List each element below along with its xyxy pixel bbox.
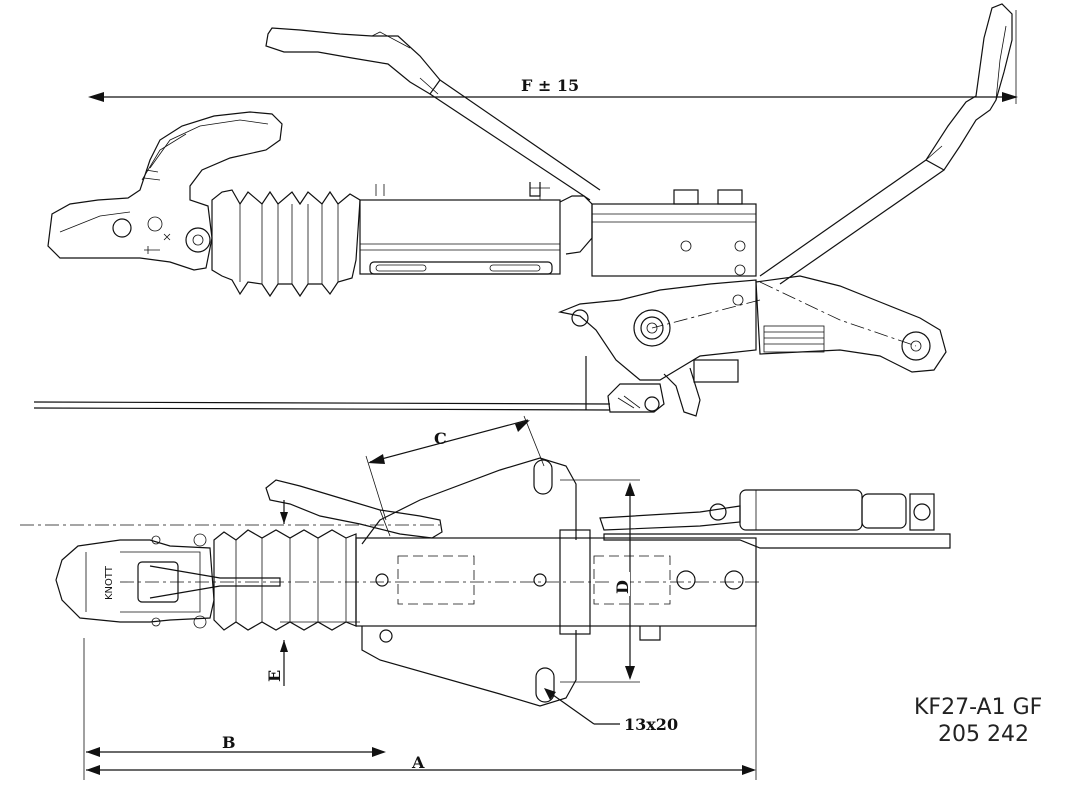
handbrake-lever-side — [265, 27, 601, 201]
dimension-c: C — [365, 415, 545, 521]
brake-mechanism-side — [557, 279, 757, 417]
housing-side — [591, 189, 757, 277]
damper-plan — [599, 489, 951, 549]
dimension-d-label: D — [613, 580, 632, 594]
model-line-2: 205 242 — [938, 722, 1029, 747]
drawbar-side — [359, 182, 593, 275]
plan-view: KNOTT — [20, 415, 951, 780]
brake-lever-side — [759, 3, 1013, 285]
dimension-a-label: A — [411, 753, 425, 772]
model-line-1: KF27-A1 GF — [914, 695, 1042, 720]
dimension-e: E — [265, 500, 360, 686]
dimension-c-label: C — [434, 429, 447, 448]
dimension-f: F ± 15 — [88, 10, 1018, 104]
handbrake-lever-plan — [265, 479, 443, 539]
dimension-b-label: B — [222, 733, 236, 752]
cable-side — [33, 401, 611, 411]
coupling-head-side — [47, 111, 283, 271]
dimension-b: B — [83, 638, 386, 780]
coupling-head-plan: KNOTT — [55, 533, 281, 629]
dimension-e-label: E — [265, 670, 284, 682]
slot-callout: 13x20 — [544, 688, 678, 734]
dimension-f-label: F ± 15 — [521, 76, 579, 95]
dimension-a: A — [86, 626, 757, 780]
brand-mark: KNOTT — [104, 565, 115, 600]
damper-arm-side — [651, 275, 947, 373]
slot-label: 13x20 — [624, 715, 678, 734]
flange-plate-plan — [361, 457, 577, 707]
bellows-plan — [213, 529, 357, 631]
dimension-d: D — [560, 479, 640, 683]
bellows-side — [211, 189, 361, 298]
model-designation: KF27-A1 GF 205 242 — [914, 695, 1042, 747]
side-view: F ± 15 — [33, 3, 1018, 417]
drawbar-plan — [355, 529, 757, 643]
